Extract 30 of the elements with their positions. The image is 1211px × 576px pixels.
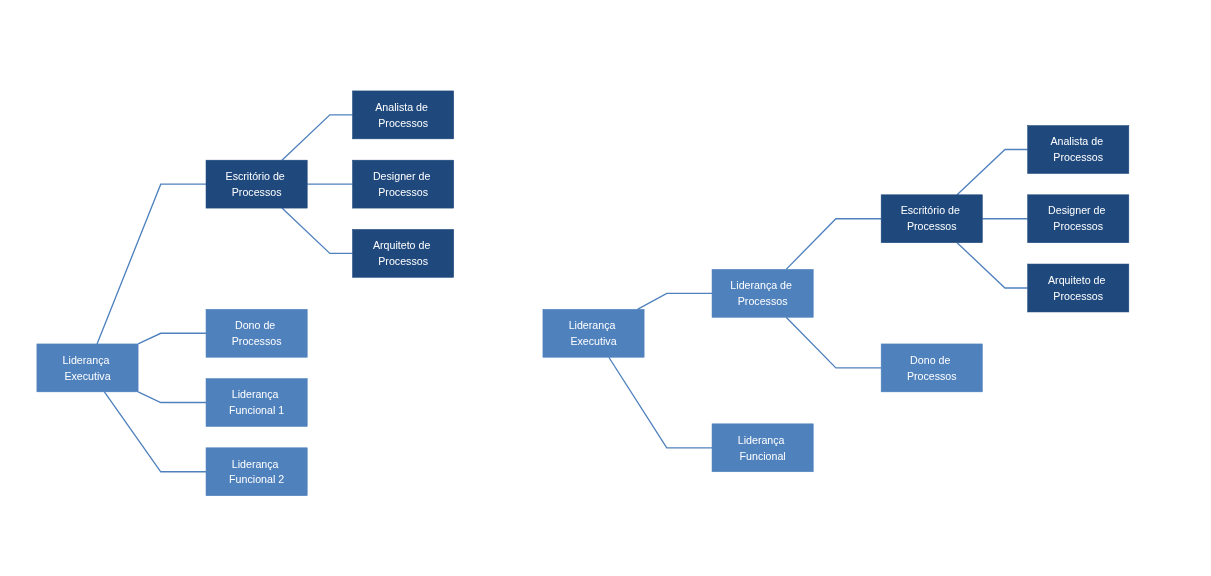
node-box: Analista de Processos	[1027, 125, 1130, 174]
node-box: Escritório de Processos	[880, 194, 983, 243]
node-box: Dono de Processos	[880, 343, 983, 393]
connector	[281, 207, 354, 255]
node-box: Escritório de Processos	[205, 159, 308, 209]
connector	[956, 242, 1029, 289]
connector	[137, 391, 207, 404]
connector	[785, 218, 882, 271]
connector	[306, 183, 354, 185]
node-box: Liderança Funcional 1	[205, 378, 308, 427]
connector	[281, 114, 354, 161]
node-box: Designer de Processos	[1027, 194, 1130, 243]
connector	[956, 148, 1029, 196]
node-box: Liderança Funcional	[711, 423, 814, 473]
node-box: Liderança de Processos	[711, 269, 814, 318]
connector	[636, 292, 713, 310]
node-box: Liderança Executiva	[542, 309, 645, 358]
connector	[96, 183, 207, 345]
connector	[103, 391, 207, 473]
connector	[981, 218, 1029, 220]
node-box: Liderança Executiva	[36, 343, 139, 393]
connector	[137, 332, 207, 345]
node-box: Arquiteto de Processos	[352, 229, 454, 278]
connector	[785, 316, 882, 369]
node-box: Arquiteto de Processos	[1027, 263, 1130, 313]
node-box: Analista de Processos	[352, 90, 454, 140]
node-box: Liderança Funcional 2	[205, 447, 308, 496]
connector	[608, 356, 713, 449]
node-box: Dono de Processos	[205, 309, 308, 358]
node-box: Designer de Processos	[352, 159, 454, 209]
